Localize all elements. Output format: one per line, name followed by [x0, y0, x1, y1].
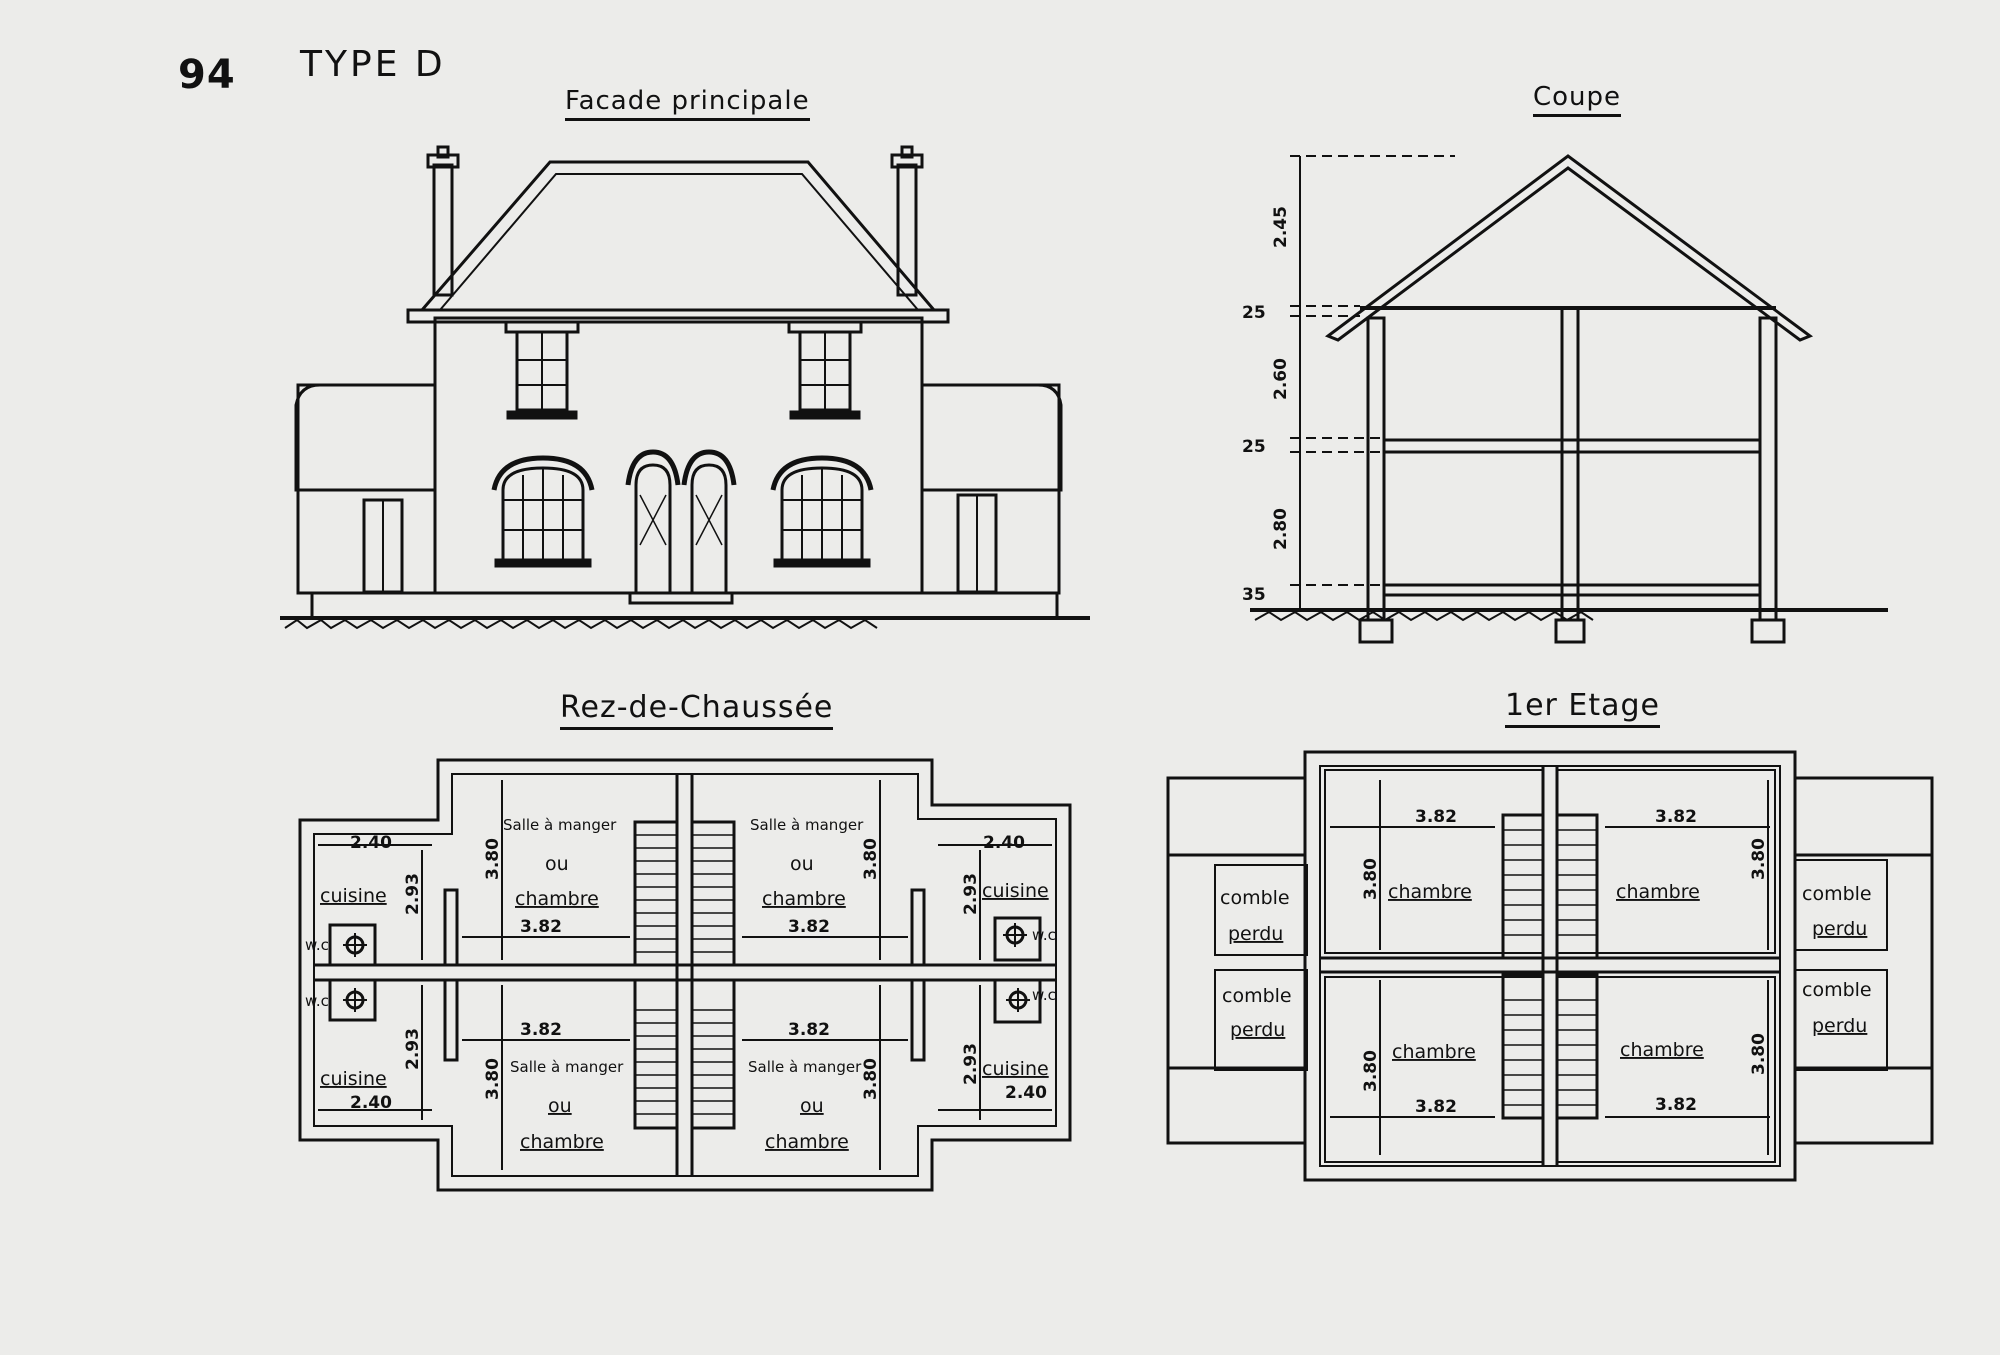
rez-labels: Salle à manger ou chambre 3.82 3.80 Sall… [305, 816, 1056, 1153]
rez-tl-width: 3.82 [520, 917, 562, 937]
coupe-dim-ground-floor: 2.80 [1271, 508, 1291, 550]
rez-cuisine-tr: cuisine [982, 880, 1049, 902]
etage-perdu-tl: perdu [1228, 923, 1283, 945]
rez-tl-name: Salle à manger [503, 816, 617, 834]
facade-elevation [280, 145, 1090, 630]
etage-title: 1er Etage [1505, 688, 1661, 728]
rez-tr-chambre: chambre [762, 888, 846, 910]
rez-br-height: 3.80 [861, 1058, 881, 1100]
etage-labels: chambre chambre chambre chambre 3.82 3.8… [1220, 807, 1872, 1117]
rez-kw-tl: 2.40 [350, 833, 392, 853]
etage-chambre-bl: chambre [1392, 1041, 1476, 1063]
rez-bl-height: 3.80 [483, 1058, 503, 1100]
rez-tr-height: 3.80 [861, 838, 881, 880]
facade-title: Facade principale [565, 86, 810, 121]
rez-bl-width: 3.82 [520, 1020, 562, 1040]
etage-w-tl: 3.82 [1415, 807, 1457, 827]
rez-cuisine-tl: cuisine [320, 885, 387, 907]
etage-h-br: 3.80 [1749, 1033, 1769, 1075]
rez-wc-bl: w.c [305, 992, 329, 1010]
coupe-dim-roof: 2.45 [1271, 206, 1291, 248]
coupe-dimensions: 2.45 25 2.60 25 2.80 35 [1242, 206, 1291, 605]
etage-h-bl: 3.80 [1361, 1050, 1381, 1092]
etage-chambre-tr: chambre [1616, 881, 1700, 903]
etage-perdu-br: perdu [1812, 1015, 1867, 1037]
rez-br-chambre: chambre [765, 1131, 849, 1153]
etage-w-tr: 3.82 [1655, 807, 1697, 827]
rez-tl-ou: ou [545, 853, 569, 875]
etage-w-br: 3.82 [1655, 1095, 1697, 1115]
etage-chambre-tl: chambre [1388, 881, 1472, 903]
rez-title: Rez-de-Chaussée [560, 690, 834, 730]
rez-br-ou: ou [800, 1095, 824, 1117]
rez-tr-ou: ou [790, 853, 814, 875]
coupe-dim-plate: 25 [1242, 303, 1266, 323]
rez-tr-name: Salle à manger [750, 816, 864, 834]
etage-chambre-br: chambre [1620, 1039, 1704, 1061]
etage-comble-tr: comble [1802, 883, 1872, 905]
type-label: TYPE D [300, 44, 446, 85]
rez-kh-bl: 2.93 [403, 1028, 423, 1070]
rez-kw-br: 2.40 [1005, 1083, 1047, 1103]
etage-w-bl: 3.82 [1415, 1097, 1457, 1117]
etage-perdu-tr: perdu [1812, 918, 1867, 940]
rez-bl-ou: ou [548, 1095, 572, 1117]
rez-kh-tl: 2.93 [403, 873, 423, 915]
rez-bl-name: Salle à manger [510, 1058, 624, 1076]
rez-plan [298, 758, 1072, 1192]
rez-wc-tl: w.c [305, 936, 329, 954]
coupe-dim-slab: 25 [1242, 437, 1266, 457]
rez-tr-width: 3.82 [788, 917, 830, 937]
etage-comble-br: comble [1802, 979, 1872, 1001]
etage-h-tl: 3.80 [1361, 858, 1381, 900]
rez-br-width: 3.82 [788, 1020, 830, 1040]
section-coupe [1250, 154, 1888, 644]
etage-perdu-bl: perdu [1230, 1019, 1285, 1041]
etage-h-tr: 3.80 [1749, 838, 1769, 880]
rez-kw-bl: 2.40 [350, 1093, 392, 1113]
rez-wc-tr: w.c [1032, 926, 1056, 944]
rez-kh-tr: 2.93 [961, 873, 981, 915]
rez-tl-height: 3.80 [483, 838, 503, 880]
rez-cuisine-br: cuisine [982, 1058, 1049, 1080]
rez-kw-tr: 2.40 [983, 833, 1025, 853]
etage-plan [1166, 750, 1934, 1182]
rez-cuisine-bl: cuisine [320, 1068, 387, 1090]
rez-bl-chambre: chambre [520, 1131, 604, 1153]
coupe-dim-floor1: 2.60 [1271, 358, 1291, 400]
rez-tl-chambre: chambre [515, 888, 599, 910]
rez-wc-br: w.c [1032, 986, 1056, 1004]
coupe-dim-base: 35 [1242, 585, 1266, 605]
coupe-title: Coupe [1533, 82, 1622, 117]
etage-comble-bl: comble [1222, 985, 1292, 1007]
rez-br-name: Salle à manger [748, 1058, 862, 1076]
page-number: 94 [178, 52, 236, 98]
rez-kh-br: 2.93 [961, 1043, 981, 1085]
etage-comble-tl: comble [1220, 887, 1290, 909]
